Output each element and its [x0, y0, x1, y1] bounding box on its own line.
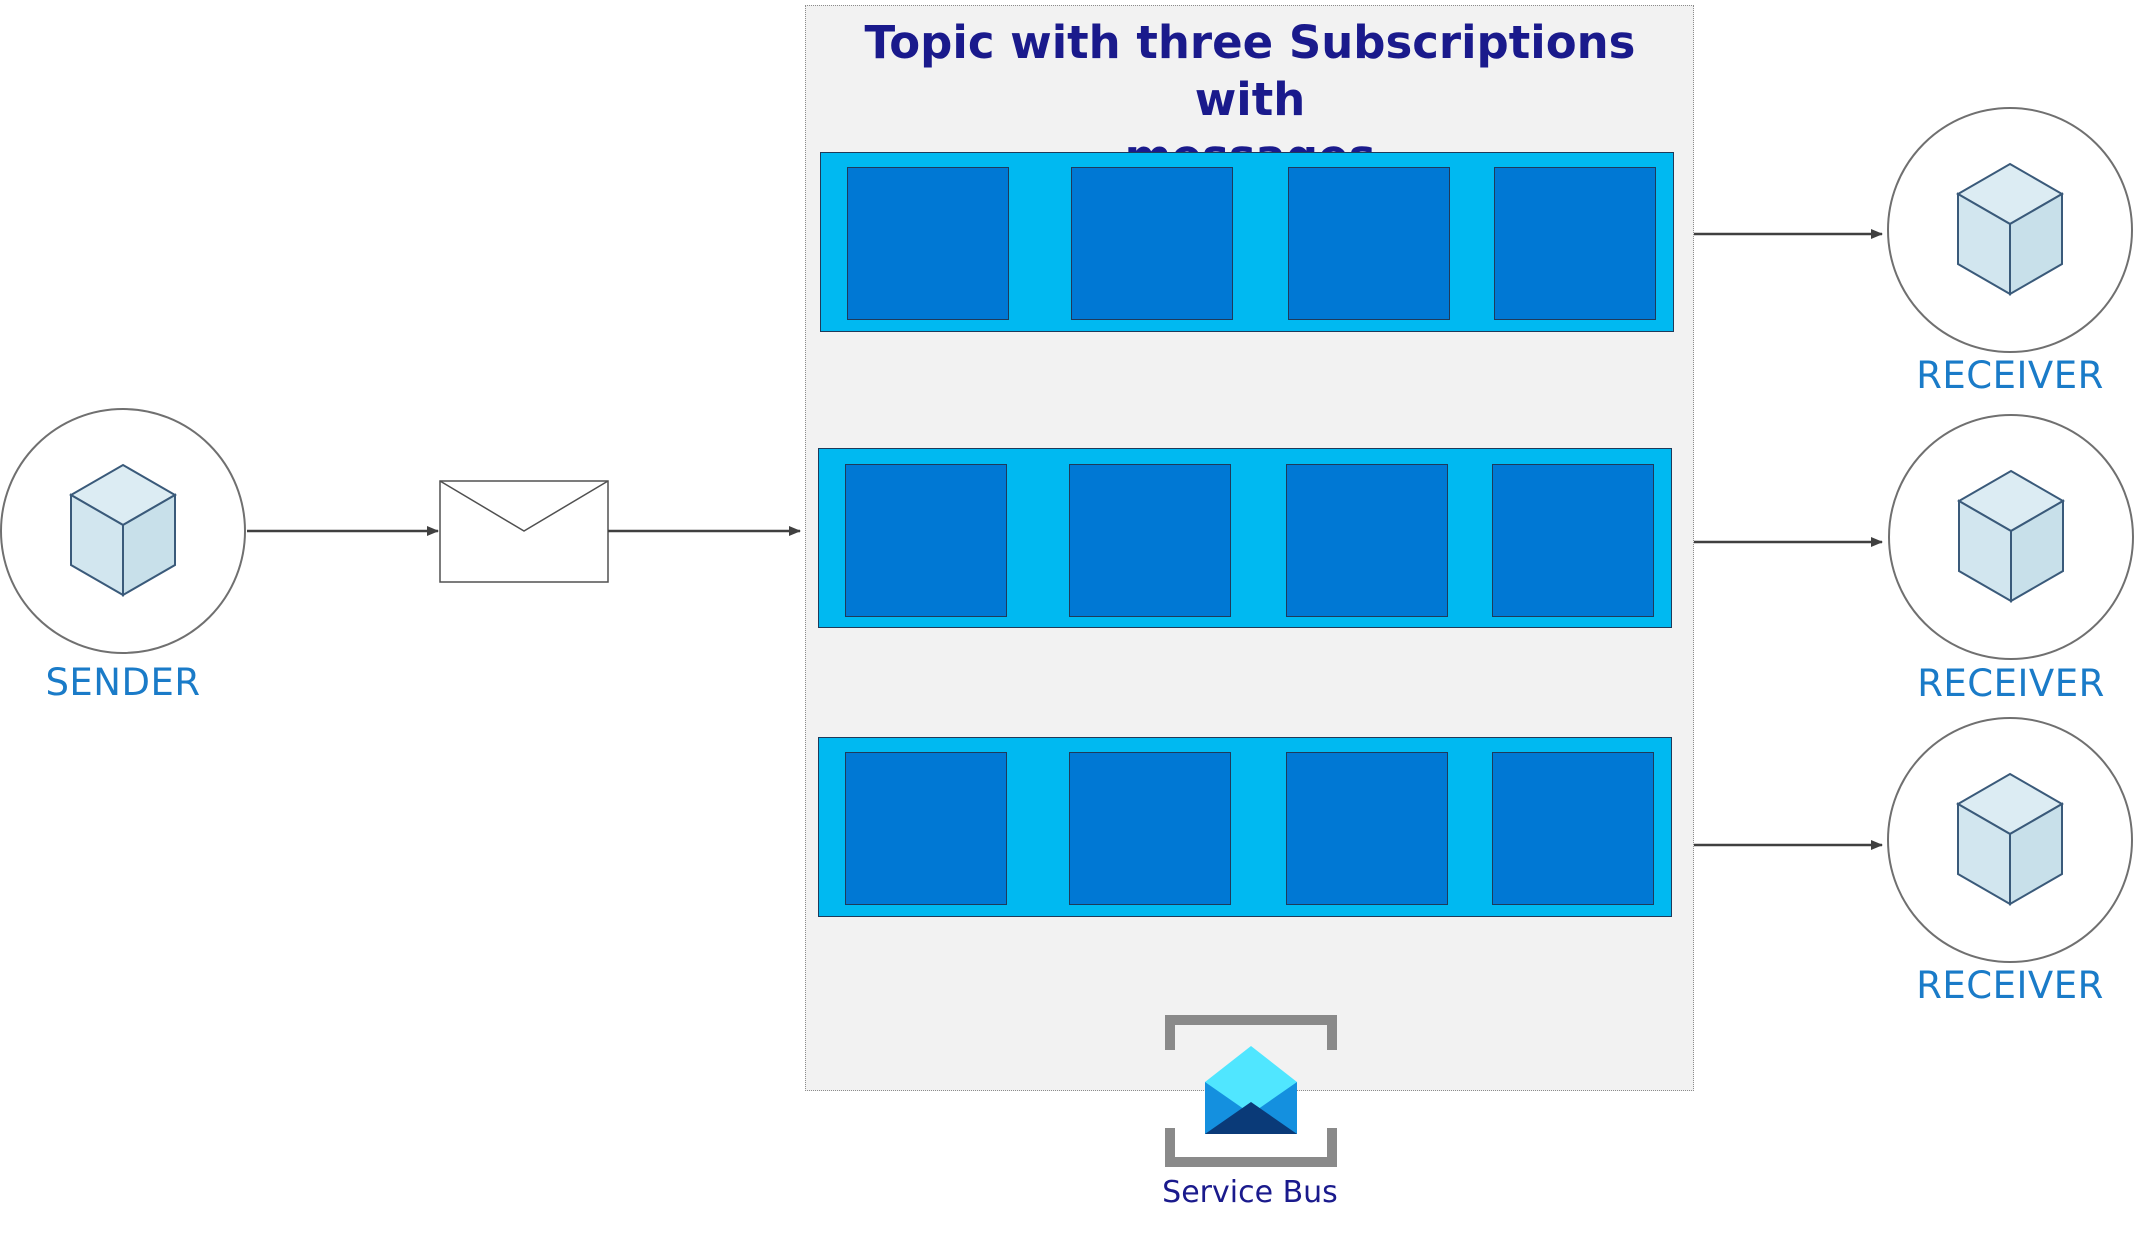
subscription-2[interactable]	[818, 448, 1672, 628]
receiver-node-3[interactable]	[1887, 717, 2133, 963]
message-3-4[interactable]	[1492, 752, 1654, 905]
receiver-label-2: RECEIVER	[1917, 662, 2105, 705]
receiver-node-2[interactable]	[1888, 414, 2134, 660]
receiver-label-3: RECEIVER	[1916, 964, 2104, 1007]
message-1-3[interactable]	[1288, 167, 1450, 320]
message-3-1[interactable]	[845, 752, 1007, 905]
message-2-1[interactable]	[845, 464, 1007, 617]
sender-node[interactable]	[0, 408, 246, 654]
message-3-2[interactable]	[1069, 752, 1231, 905]
service-bus-icon	[1165, 1015, 1337, 1167]
receiver-label-1: RECEIVER	[1916, 354, 2104, 397]
message-1-2[interactable]	[1071, 167, 1233, 320]
subscription-3[interactable]	[818, 737, 1672, 917]
message-2-4[interactable]	[1492, 464, 1654, 617]
message-3-3[interactable]	[1286, 752, 1448, 905]
topic-title-line-1: Topic with three Subscriptions with	[864, 16, 1636, 126]
message-1-4[interactable]	[1494, 167, 1656, 320]
envelope-icon	[439, 480, 609, 532]
message-1-1[interactable]	[847, 167, 1009, 320]
receiver-node-1[interactable]	[1887, 107, 2133, 353]
service-bus-label: Service Bus	[1162, 1175, 1338, 1210]
subscription-1[interactable]	[820, 152, 1674, 332]
sender-label: SENDER	[45, 661, 201, 704]
message-2-3[interactable]	[1286, 464, 1448, 617]
message-2-2[interactable]	[1069, 464, 1231, 617]
message-envelope[interactable]	[439, 480, 609, 583]
